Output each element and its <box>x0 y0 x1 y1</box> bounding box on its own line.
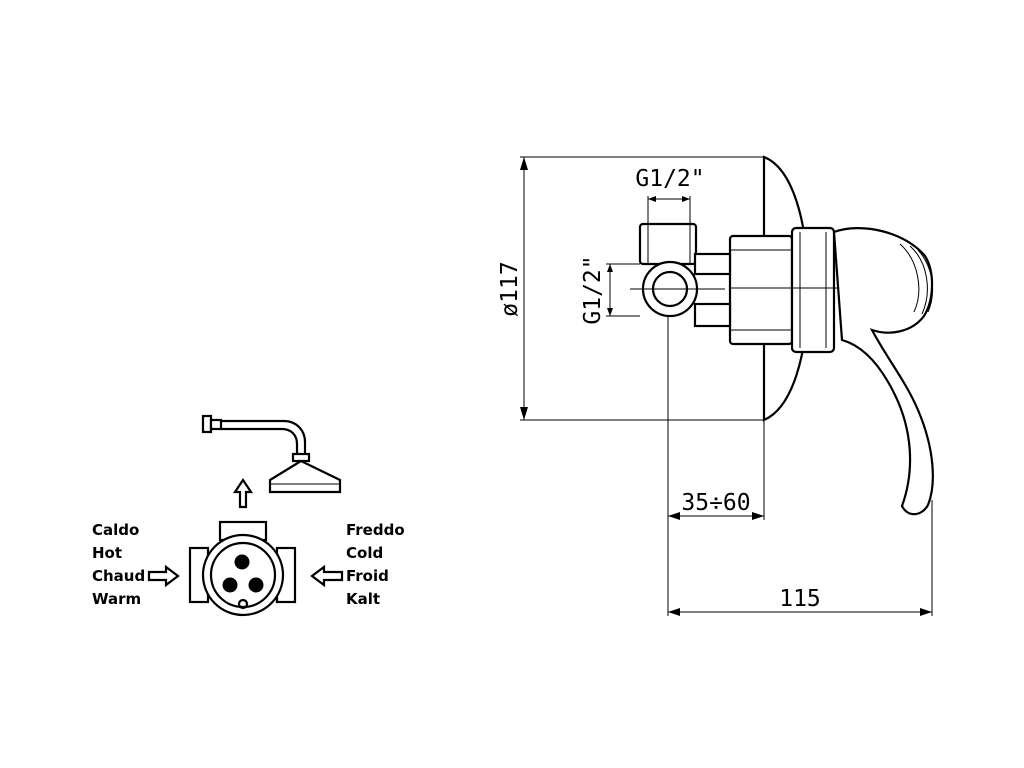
hot-label-fr: Chaud <box>92 567 145 585</box>
hot-label-de: Warm <box>92 590 141 608</box>
diameter-label: ø117 <box>497 261 523 316</box>
connector-lower <box>693 302 732 328</box>
arrow-right-icon <box>147 564 180 588</box>
cold-label-en: Cold <box>346 544 383 562</box>
cold-label-de: Kalt <box>346 590 380 608</box>
hot-label-it: Caldo <box>92 521 139 539</box>
hot-label-en: Hot <box>92 544 122 562</box>
mixer-body <box>728 234 794 346</box>
lever-handle <box>832 227 934 516</box>
connection-schematic: Caldo Hot Chaud Warm Freddo Cold Froid K… <box>92 414 405 617</box>
thread-top-label: G1/2" <box>635 166 704 192</box>
thread-side-label: G1/2" <box>580 255 606 324</box>
total-depth-label: 115 <box>779 586 821 612</box>
shower-head-icon <box>201 414 342 494</box>
mixer-side-view: ø117 G1/2" G1/2" 35÷60 115 <box>497 155 934 616</box>
arrow-up-icon <box>232 478 254 509</box>
mixer-collar <box>790 226 836 354</box>
cold-label-it: Freddo <box>346 521 405 539</box>
valve-body-icon <box>188 520 297 617</box>
cold-label-fr: Froid <box>346 567 389 585</box>
connector-upper <box>693 252 732 276</box>
wall-depth-label: 35÷60 <box>681 490 750 516</box>
arrow-left-icon <box>310 564 344 588</box>
